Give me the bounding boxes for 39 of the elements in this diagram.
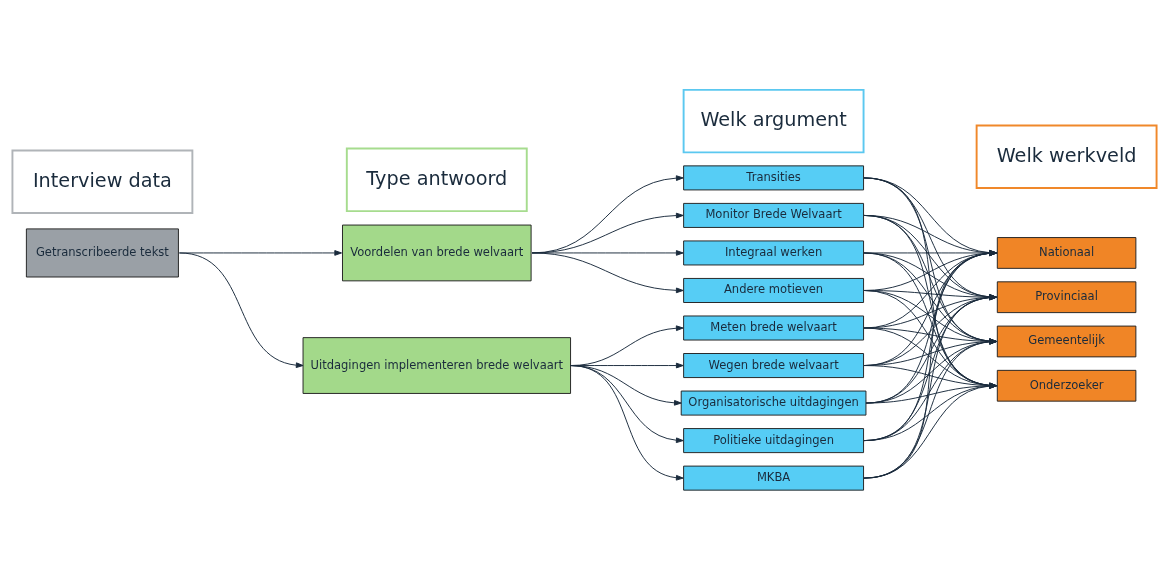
- arrow: [863, 294, 997, 442]
- node-box: Provinciaal: [996, 281, 1137, 314]
- arrow: [863, 250, 997, 479]
- arrow: [570, 365, 684, 481]
- arrow: [863, 294, 997, 479]
- arrow: [863, 290, 997, 389]
- node-box: Wegen brede welvaart: [683, 353, 865, 379]
- node-box: Organisatorische uitdagingen: [680, 390, 867, 416]
- node-box: Gemeentelijk: [996, 325, 1137, 358]
- arrow: [863, 383, 997, 442]
- arrow: [863, 177, 997, 389]
- arrow: [863, 338, 997, 442]
- node-box: Politieke uitdagingen: [683, 428, 865, 454]
- arrow: [178, 252, 304, 369]
- arrow: [863, 250, 997, 442]
- node-box: Integraal werken: [683, 240, 865, 266]
- node-box: Uitdagingen implementeren brede welvaart: [302, 337, 572, 394]
- node-box: Meten brede welvaart: [683, 315, 865, 341]
- node-box: Nationaal: [996, 237, 1137, 269]
- node-box: Welk argument: [682, 88, 865, 154]
- node-box: Monitor Brede Welvaart: [683, 202, 865, 228]
- arrow: [863, 327, 997, 389]
- node-box: Voordelen van brede welvaart: [342, 224, 532, 282]
- arrow: [863, 365, 997, 389]
- node-box: Type antwoord: [345, 147, 528, 213]
- arrow: [865, 383, 997, 404]
- node-box: MKBA: [683, 465, 865, 491]
- node-box: Andere motieven: [683, 277, 865, 303]
- node-box: Onderzoeker: [996, 369, 1137, 402]
- arrow: [863, 338, 997, 479]
- arrow: [863, 214, 997, 389]
- arrow: [865, 294, 997, 404]
- node-box: Interview data: [11, 149, 194, 214]
- arrow: [531, 252, 684, 294]
- node-box: Welk werkveld: [975, 124, 1158, 189]
- node-box: Getranscribeerde tekst: [25, 228, 179, 278]
- arrow: [865, 338, 997, 404]
- arrow: [863, 383, 997, 479]
- node-box: Transities: [683, 165, 865, 191]
